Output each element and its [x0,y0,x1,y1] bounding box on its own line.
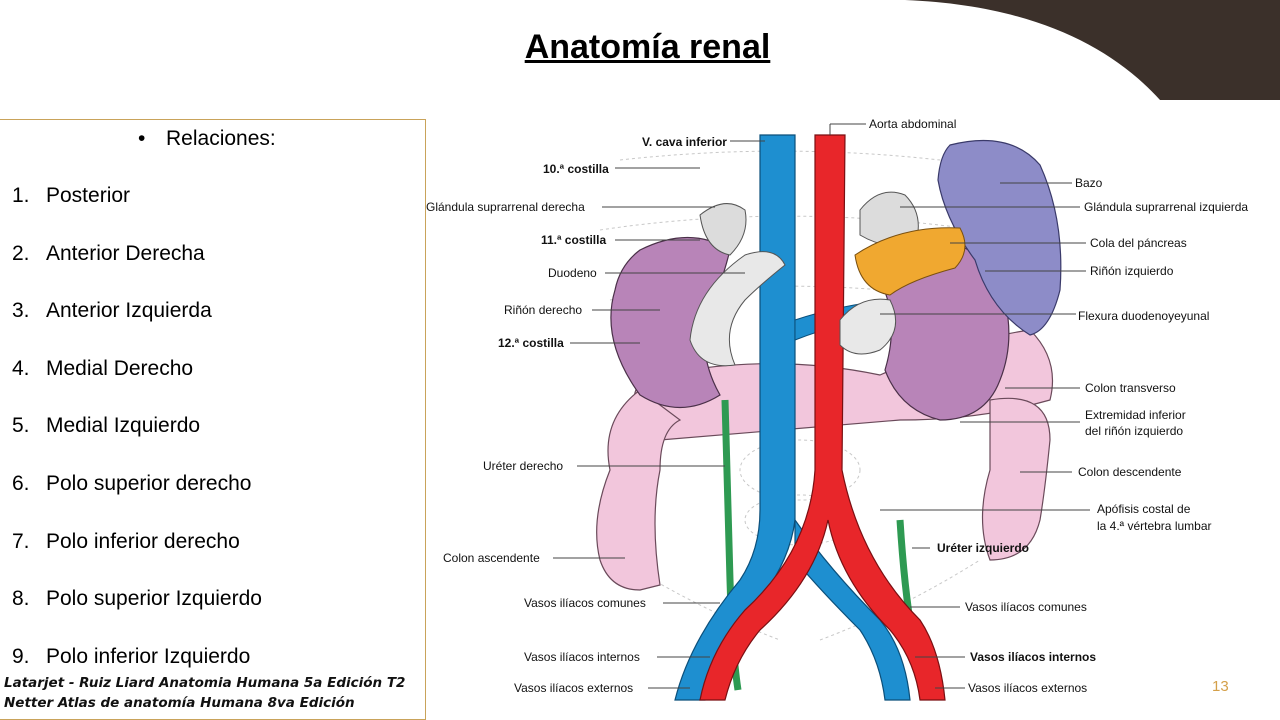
page-number: 13 [1212,678,1229,695]
reference-latarjet: Latarjet - Ruiz Liard Anatomia Humana 5a… [4,675,406,691]
label-10th-rib: 10.ª costilla [543,162,609,176]
label-duodenojejunal: Flexura duodenoyeyunal [1078,309,1209,323]
label-lower-pole-1: Extremidad inferior [1085,408,1186,422]
list-item: 6.Polo superior derecho [12,471,252,495]
abdominal-aorta [699,134,946,701]
label-costal-process-1: Apófisis costal de [1097,502,1191,516]
list-item: 2.Anterior Derecha [12,241,205,265]
label-right-adrenal: Glándula suprarrenal derecha [426,200,585,214]
slide-title: Anatomía renal [524,28,771,66]
duodenum [689,251,786,367]
label-duodenum: Duodeno [548,266,597,280]
list-item: 5.Medial Izquierdo [12,414,201,438]
right-adrenal-gland [699,203,747,256]
label-left-ureter: Uréter izquierdo [937,541,1029,555]
label-right-ureter: Uréter derecho [483,459,563,473]
references: Latarjet - Ruiz Liard Anatomia Humana 5a… [4,673,405,713]
label-vena-cava: V. cava inferior [642,135,727,149]
kidney-anatomy-diagram: V. cava inferior 10.ª costilla Glándula … [426,117,1248,701]
pancreas-tail [854,227,966,296]
label-common-iliac-right: Vasos ilíacos comunes [965,600,1087,614]
label-lower-pole-2: del riñón izquierdo [1085,424,1183,438]
label-aorta: Aorta abdominal [869,117,956,131]
label-transverse-colon: Colon transverso [1085,381,1176,395]
label-12th-rib: 12.ª costilla [498,336,564,350]
label-external-iliac-left: Vasos ilíacos externos [514,681,633,695]
list-item: 9.Polo inferior Izquierdo [12,644,251,668]
list-item: 8.Polo superior Izquierdo [12,587,262,611]
label-left-kidney: Riñón izquierdo [1090,264,1174,278]
label-11th-rib: 11.ª costilla [541,233,606,247]
list-item: 1.Posterior [12,184,131,207]
relations-heading: •Relaciones: [138,127,276,150]
spleen [937,139,1062,336]
label-spleen: Bazo [1075,176,1103,190]
list-item: 7.Polo inferior derecho [12,529,240,553]
left-iliac-vein [794,518,911,701]
label-external-iliac-right: Vasos ilíacos externos [968,681,1087,695]
list-item: 3.Anterior Izquierda [12,299,212,323]
label-costal-process-2: la 4.ª vértebra lumbar [1097,519,1212,533]
relations-list: 1.Posterior 2.Anterior Derecha 3.Anterio… [12,184,262,702]
duodenojejunal-flexure [839,298,897,355]
label-internal-iliac-left: Vasos ilíacos internos [524,650,640,664]
label-left-adrenal: Glándula suprarrenal izquierda [1084,200,1248,214]
leader-lines [553,123,1090,689]
list-item: 4.Medial Derecho [12,356,194,380]
label-common-iliac-left: Vasos ilíacos comunes [524,596,646,610]
label-ascending-colon: Colon ascendente [443,551,540,565]
reference-netter: Netter Atlas de anatomía Humana 8va Edic… [4,695,355,711]
label-right-kidney: Riñón derecho [504,303,582,317]
bullet-icon: • [138,127,146,150]
label-descending-colon: Colon descendente [1078,465,1182,479]
label-pancreas-tail: Cola del páncreas [1090,236,1187,250]
label-internal-iliac-right: Vasos ilíacos internos [970,650,1096,664]
